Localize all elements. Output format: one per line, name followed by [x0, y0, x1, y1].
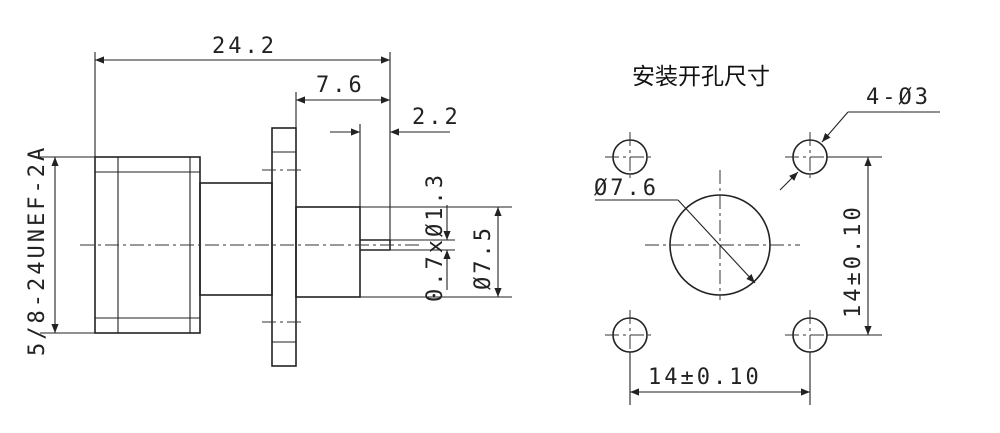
connector-side-view — [80, 127, 420, 367]
horizontal-spacing-label: 14±0.10 — [648, 365, 762, 390]
dim-thread: 5/8-24UNEF-2A — [25, 145, 95, 356]
dim-flange-label: 7.6 — [316, 73, 365, 98]
dim-pin-diameter: 0.7xØ1.3 — [390, 172, 455, 302]
dim-flange-length: 7.6 — [295, 73, 390, 128]
dim-center-hole: Ø7.6 — [594, 176, 756, 284]
dim-mounting-holes: 4-Ø3 — [779, 85, 940, 191]
dim-pin-label: 2.2 — [412, 105, 461, 130]
rear-insulator — [295, 206, 361, 298]
dim-vertical-spacing: 14±0.10 — [827, 156, 882, 336]
dim-horizontal-spacing: 14±0.10 — [629, 352, 811, 405]
connector-body — [199, 182, 273, 296]
pin-dia-label: 0.7xØ1.3 — [423, 172, 448, 302]
dim-body-diameter: Ø7.5 — [360, 206, 512, 298]
vertical-spacing-label: 14±0.10 — [841, 204, 866, 318]
center-hole-label: Ø7.6 — [594, 176, 659, 201]
thread-label: 5/8-24UNEF-2A — [25, 145, 50, 356]
cutout-title: 安装开孔尺寸 — [632, 64, 770, 90]
body-dia-label: Ø7.5 — [471, 225, 496, 290]
holes-label: 4-Ø3 — [866, 85, 931, 110]
dim-overall-label: 24.2 — [212, 34, 277, 59]
dim-pin-length: 2.2 — [330, 105, 461, 207]
mounting-flange — [271, 127, 297, 367]
dim-overall-length: 24.2 — [94, 34, 391, 240]
